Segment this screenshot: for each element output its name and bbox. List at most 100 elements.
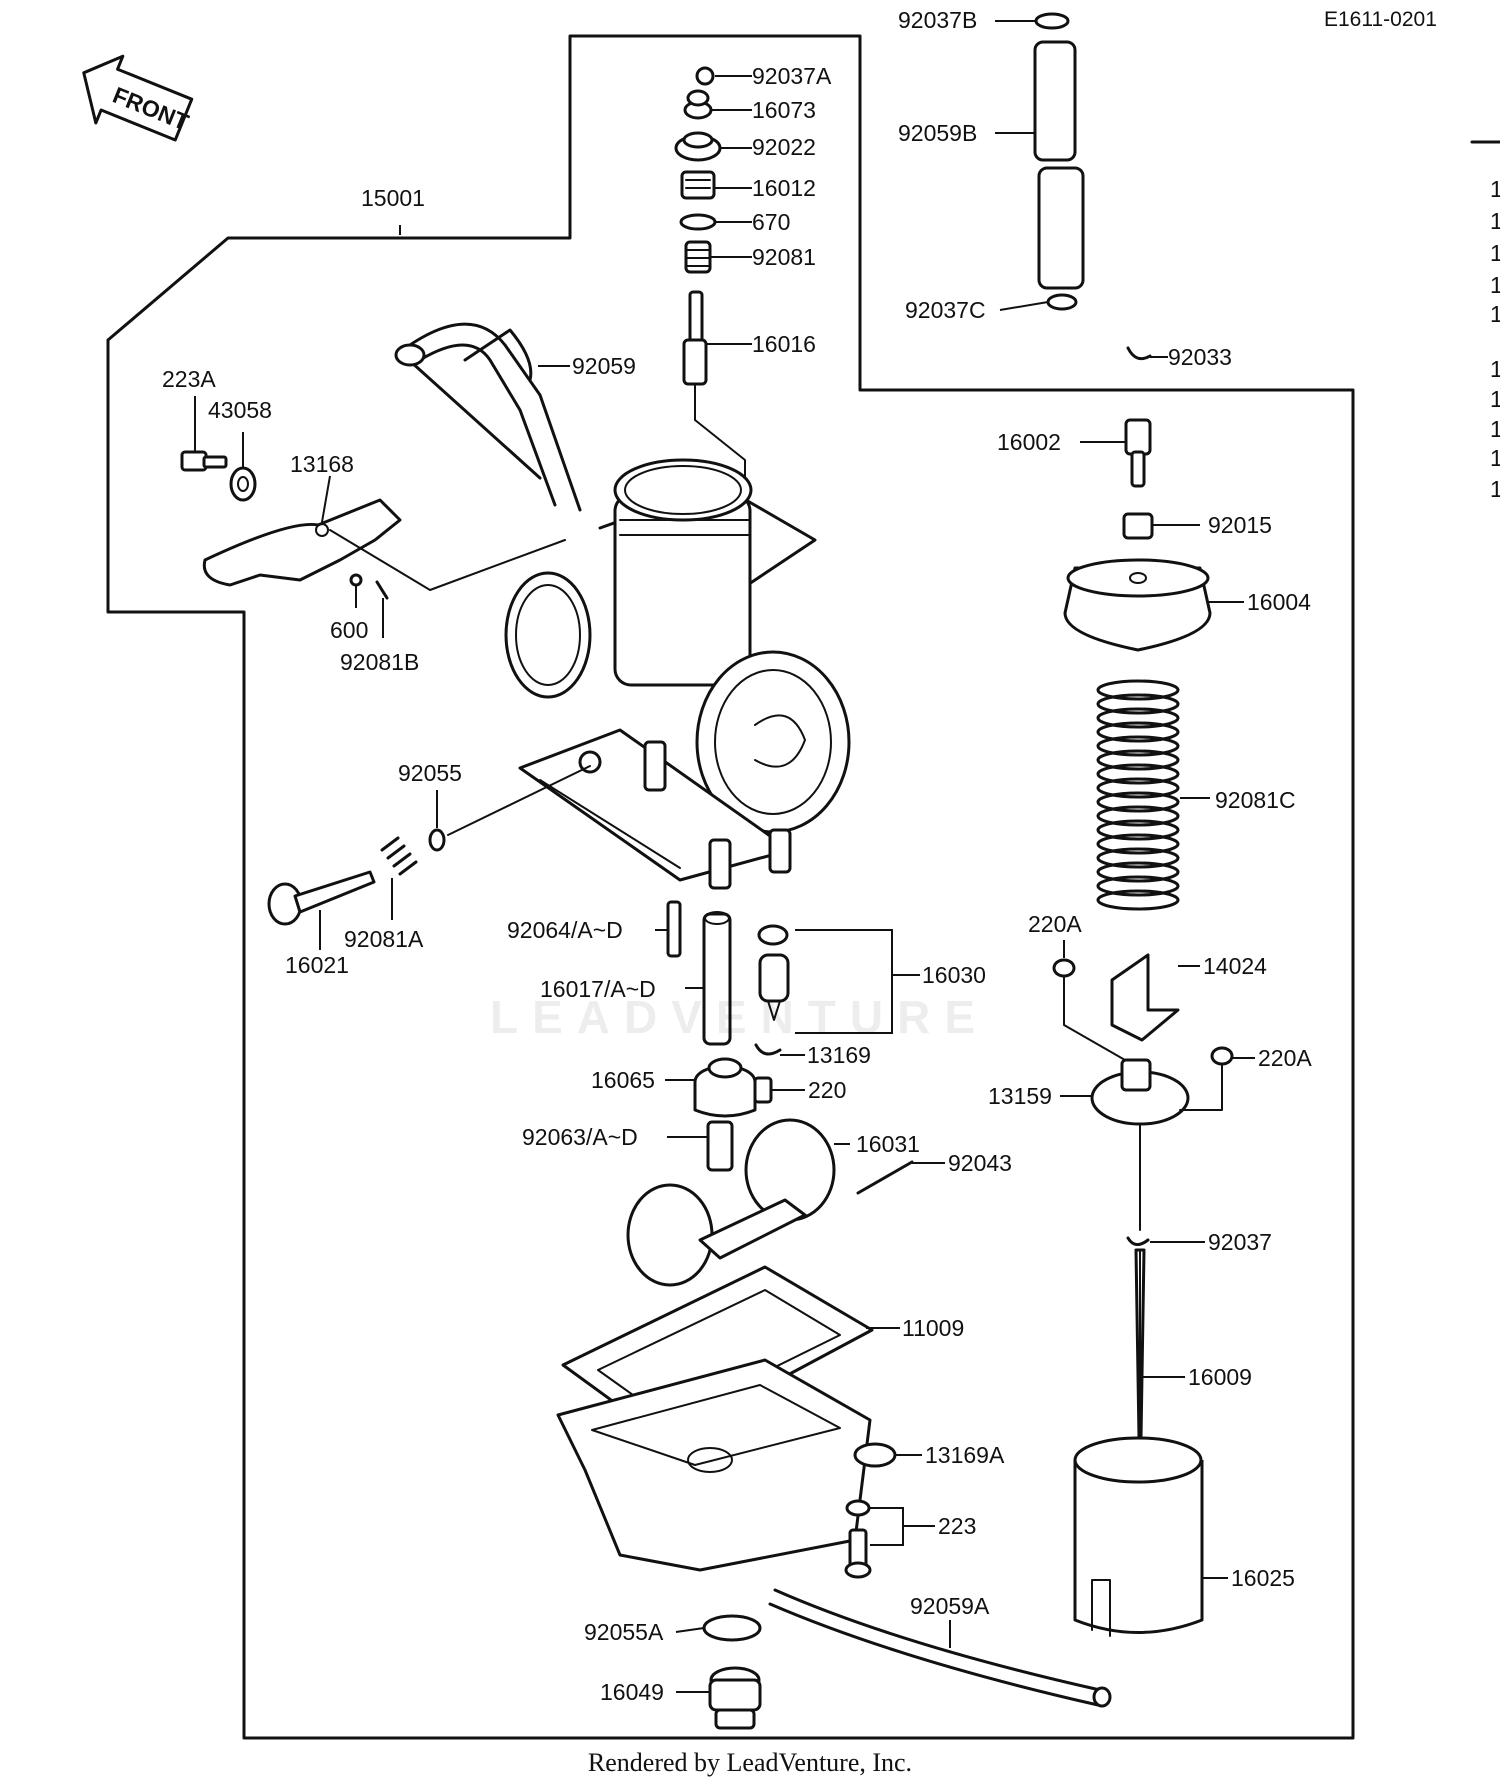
needle-jet-16017 [702, 911, 732, 1046]
edge-mark: 1 [1490, 176, 1500, 202]
main-jet-92063 [706, 1120, 734, 1172]
label-92033: 92033 [1168, 344, 1232, 370]
label-16016: 16016 [752, 331, 816, 357]
slide-guide-lines [1063, 994, 1223, 1231]
edge-mark: 1 [1490, 240, 1500, 266]
spring-coil [1096, 707, 1180, 729]
adjuster-16002 [1124, 418, 1152, 488]
spring-coil [1096, 889, 1180, 911]
label-16073: 16073 [752, 97, 816, 123]
clamp-92037B [1034, 12, 1070, 30]
spring-coil [1096, 861, 1180, 883]
label-16021: 16021 [285, 952, 349, 978]
spring-coil [1096, 791, 1180, 813]
edge-mark: 1 [1490, 272, 1500, 298]
gasket-92055A [702, 1614, 762, 1642]
clip-13169A [853, 1442, 897, 1468]
washer-43058 [229, 466, 257, 502]
label-16031: 16031 [856, 1131, 920, 1157]
label-92081C: 92081C [1215, 787, 1296, 813]
plug-16049 [708, 1666, 762, 1730]
clip-13169 [754, 1043, 782, 1056]
part-600 [349, 573, 363, 587]
edge-mark: 1 [1490, 386, 1500, 412]
spring-92081A [380, 836, 418, 876]
label-16017: 16017/A~D [540, 976, 656, 1002]
jet-92064 [666, 900, 682, 958]
label-92081: 92081 [752, 244, 816, 270]
bracket-223 [870, 1507, 904, 1546]
label-92059A: 92059A [910, 1593, 990, 1619]
label-15001: 15001 [361, 185, 425, 211]
label-13169A: 13169A [925, 1442, 1005, 1468]
label-43058: 43058 [208, 397, 272, 423]
pin-92043 [856, 1160, 914, 1195]
pilot-screw-line [447, 765, 591, 836]
throttle-valve-16025 [1073, 1436, 1204, 1637]
label-11009: 11009 [902, 1315, 964, 1341]
front-arrow: FRONT [82, 54, 194, 142]
screw-223 [844, 1499, 872, 1579]
label-92055A: 92055A [584, 1619, 664, 1645]
front-label: FRONT [109, 82, 192, 136]
label-600: 600 [330, 617, 368, 643]
holder-16065 [693, 1057, 757, 1118]
watermark: LEADVENTURE [490, 991, 990, 1043]
bracket-14024 [1110, 953, 1180, 1042]
plunger-16016 [682, 290, 708, 421]
clip-92037 [1126, 1236, 1150, 1246]
spring-coil [1096, 749, 1180, 771]
spring-coil [1096, 735, 1180, 757]
spring-coil [1096, 777, 1180, 799]
label-16065: 16065 [591, 1067, 655, 1093]
bracket-16030 [795, 929, 893, 1034]
label-92037A: 92037A [752, 63, 832, 89]
label-670: 670 [752, 209, 790, 235]
cap-16004 [1063, 558, 1212, 652]
edge-mark: 1 [1490, 301, 1500, 327]
label-16002: 16002 [997, 429, 1061, 455]
label-16009: 16009 [1188, 1364, 1252, 1390]
float-16031 [626, 1118, 836, 1287]
spring-92081C [1096, 679, 1180, 911]
label-92059: 92059 [572, 353, 636, 379]
label-92055: 92055 [398, 760, 462, 786]
footer-credit: Rendered by LeadVenture, Inc. [587, 1748, 913, 1777]
hose-92059A [768, 1588, 1112, 1708]
edge-mark: 1 [1490, 476, 1500, 502]
float-bowl [556, 1358, 872, 1572]
plate-13159 [1090, 1058, 1190, 1126]
carburetor-body-15001 [398, 328, 851, 890]
label-92063: 92063/A~D [522, 1124, 638, 1150]
part-labels: 92037B 92037A 16073 92022 16012 670 9208… [162, 7, 1312, 1705]
spring-coil [1096, 679, 1180, 701]
label-16025: 16025 [1231, 1565, 1295, 1591]
label-92037B: 92037B [898, 7, 977, 33]
label-223A: 223A [162, 366, 216, 392]
float-valve-16030 [757, 924, 790, 1021]
linkage-line [329, 529, 566, 591]
oring-92055 [428, 828, 446, 852]
edge-mark: 1 [1490, 445, 1500, 471]
edge-mark: 1 [1490, 356, 1500, 382]
label-14024: 14024 [1203, 953, 1267, 979]
screw-220A-left [1052, 958, 1076, 996]
clip-92033 [1126, 346, 1152, 361]
hose-92059 [394, 322, 582, 512]
label-92081A: 92081A [344, 926, 424, 952]
label-92059B: 92059B [898, 120, 977, 146]
label-92022: 92022 [752, 134, 816, 160]
label-92081B: 92081B [340, 649, 419, 675]
tube-92059B [1033, 40, 1085, 290]
label-92015: 92015 [1208, 512, 1272, 538]
label-13168: 13168 [290, 451, 354, 477]
pilot-screw-16021 [267, 870, 376, 926]
leader-lines [194, 20, 1255, 1693]
label-92037: 92037 [1208, 1229, 1272, 1255]
screw-220 [753, 1076, 773, 1104]
label-223: 223 [938, 1513, 976, 1539]
clip-92037A [695, 66, 715, 86]
edge-marks: 1 1 1 1 1 1 1 1 1 1 [1490, 176, 1500, 502]
